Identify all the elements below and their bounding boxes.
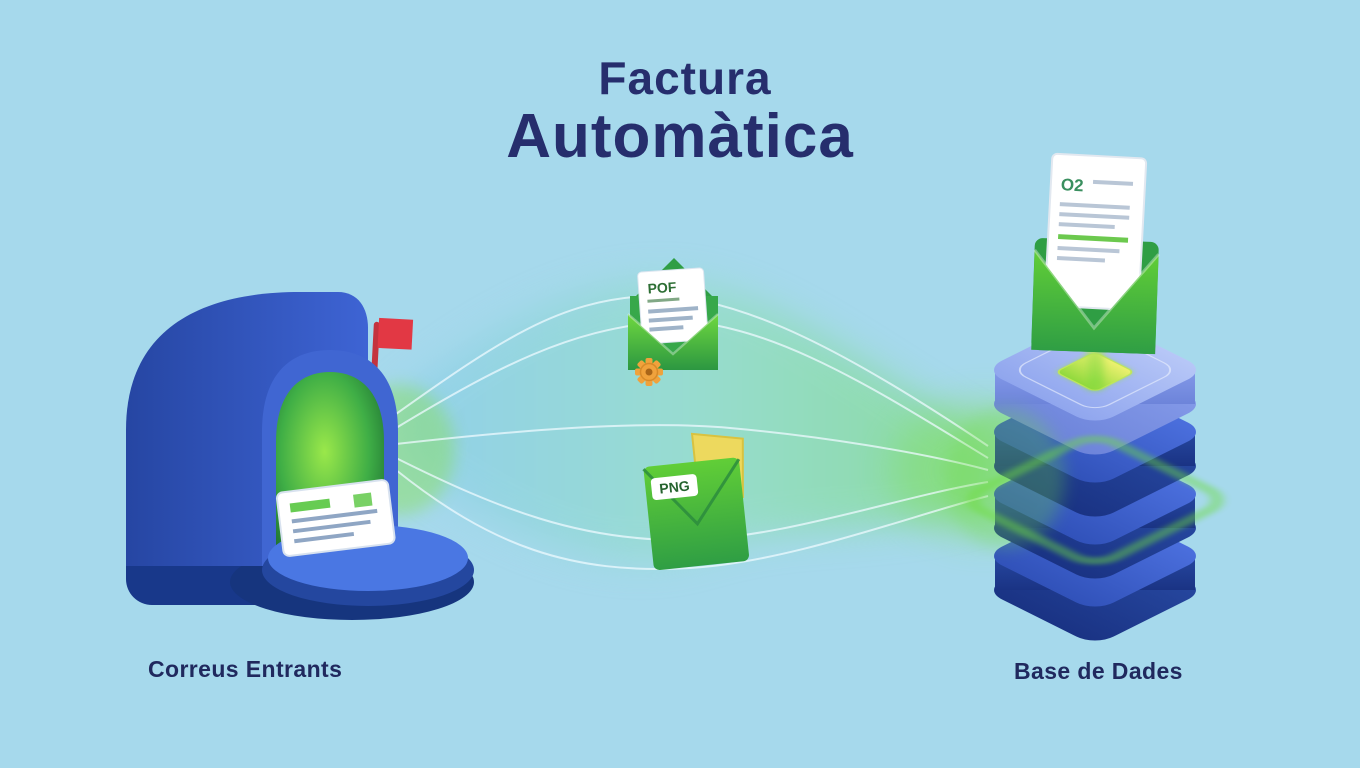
mail-letter xyxy=(275,479,396,557)
pdf-card: POF xyxy=(637,267,709,345)
database-label: Base de Dades xyxy=(1014,658,1183,684)
database-stack xyxy=(945,310,1224,641)
db-glow-ring xyxy=(945,408,1224,565)
database-envelope: O2 xyxy=(1031,152,1160,355)
doc-logo: O2 xyxy=(1060,175,1084,195)
envelope-pdf: POF xyxy=(627,258,719,386)
envelope-pdf-front xyxy=(627,313,719,370)
flow-line xyxy=(395,424,989,471)
png-badge: PNG xyxy=(650,474,699,500)
invoice-document-icon: O2 xyxy=(1043,152,1148,312)
envelope-png: PNG xyxy=(642,432,749,571)
mailbox-illustration xyxy=(126,292,474,620)
pdf-label: POF xyxy=(647,279,677,297)
flow-line xyxy=(395,469,989,570)
envelope-png-body xyxy=(643,457,749,571)
db-envelope-front xyxy=(1031,248,1160,355)
mailbox-label: Correus Entrants xyxy=(148,656,343,682)
png-label: PNG xyxy=(659,477,691,496)
gear-icon xyxy=(635,358,663,386)
